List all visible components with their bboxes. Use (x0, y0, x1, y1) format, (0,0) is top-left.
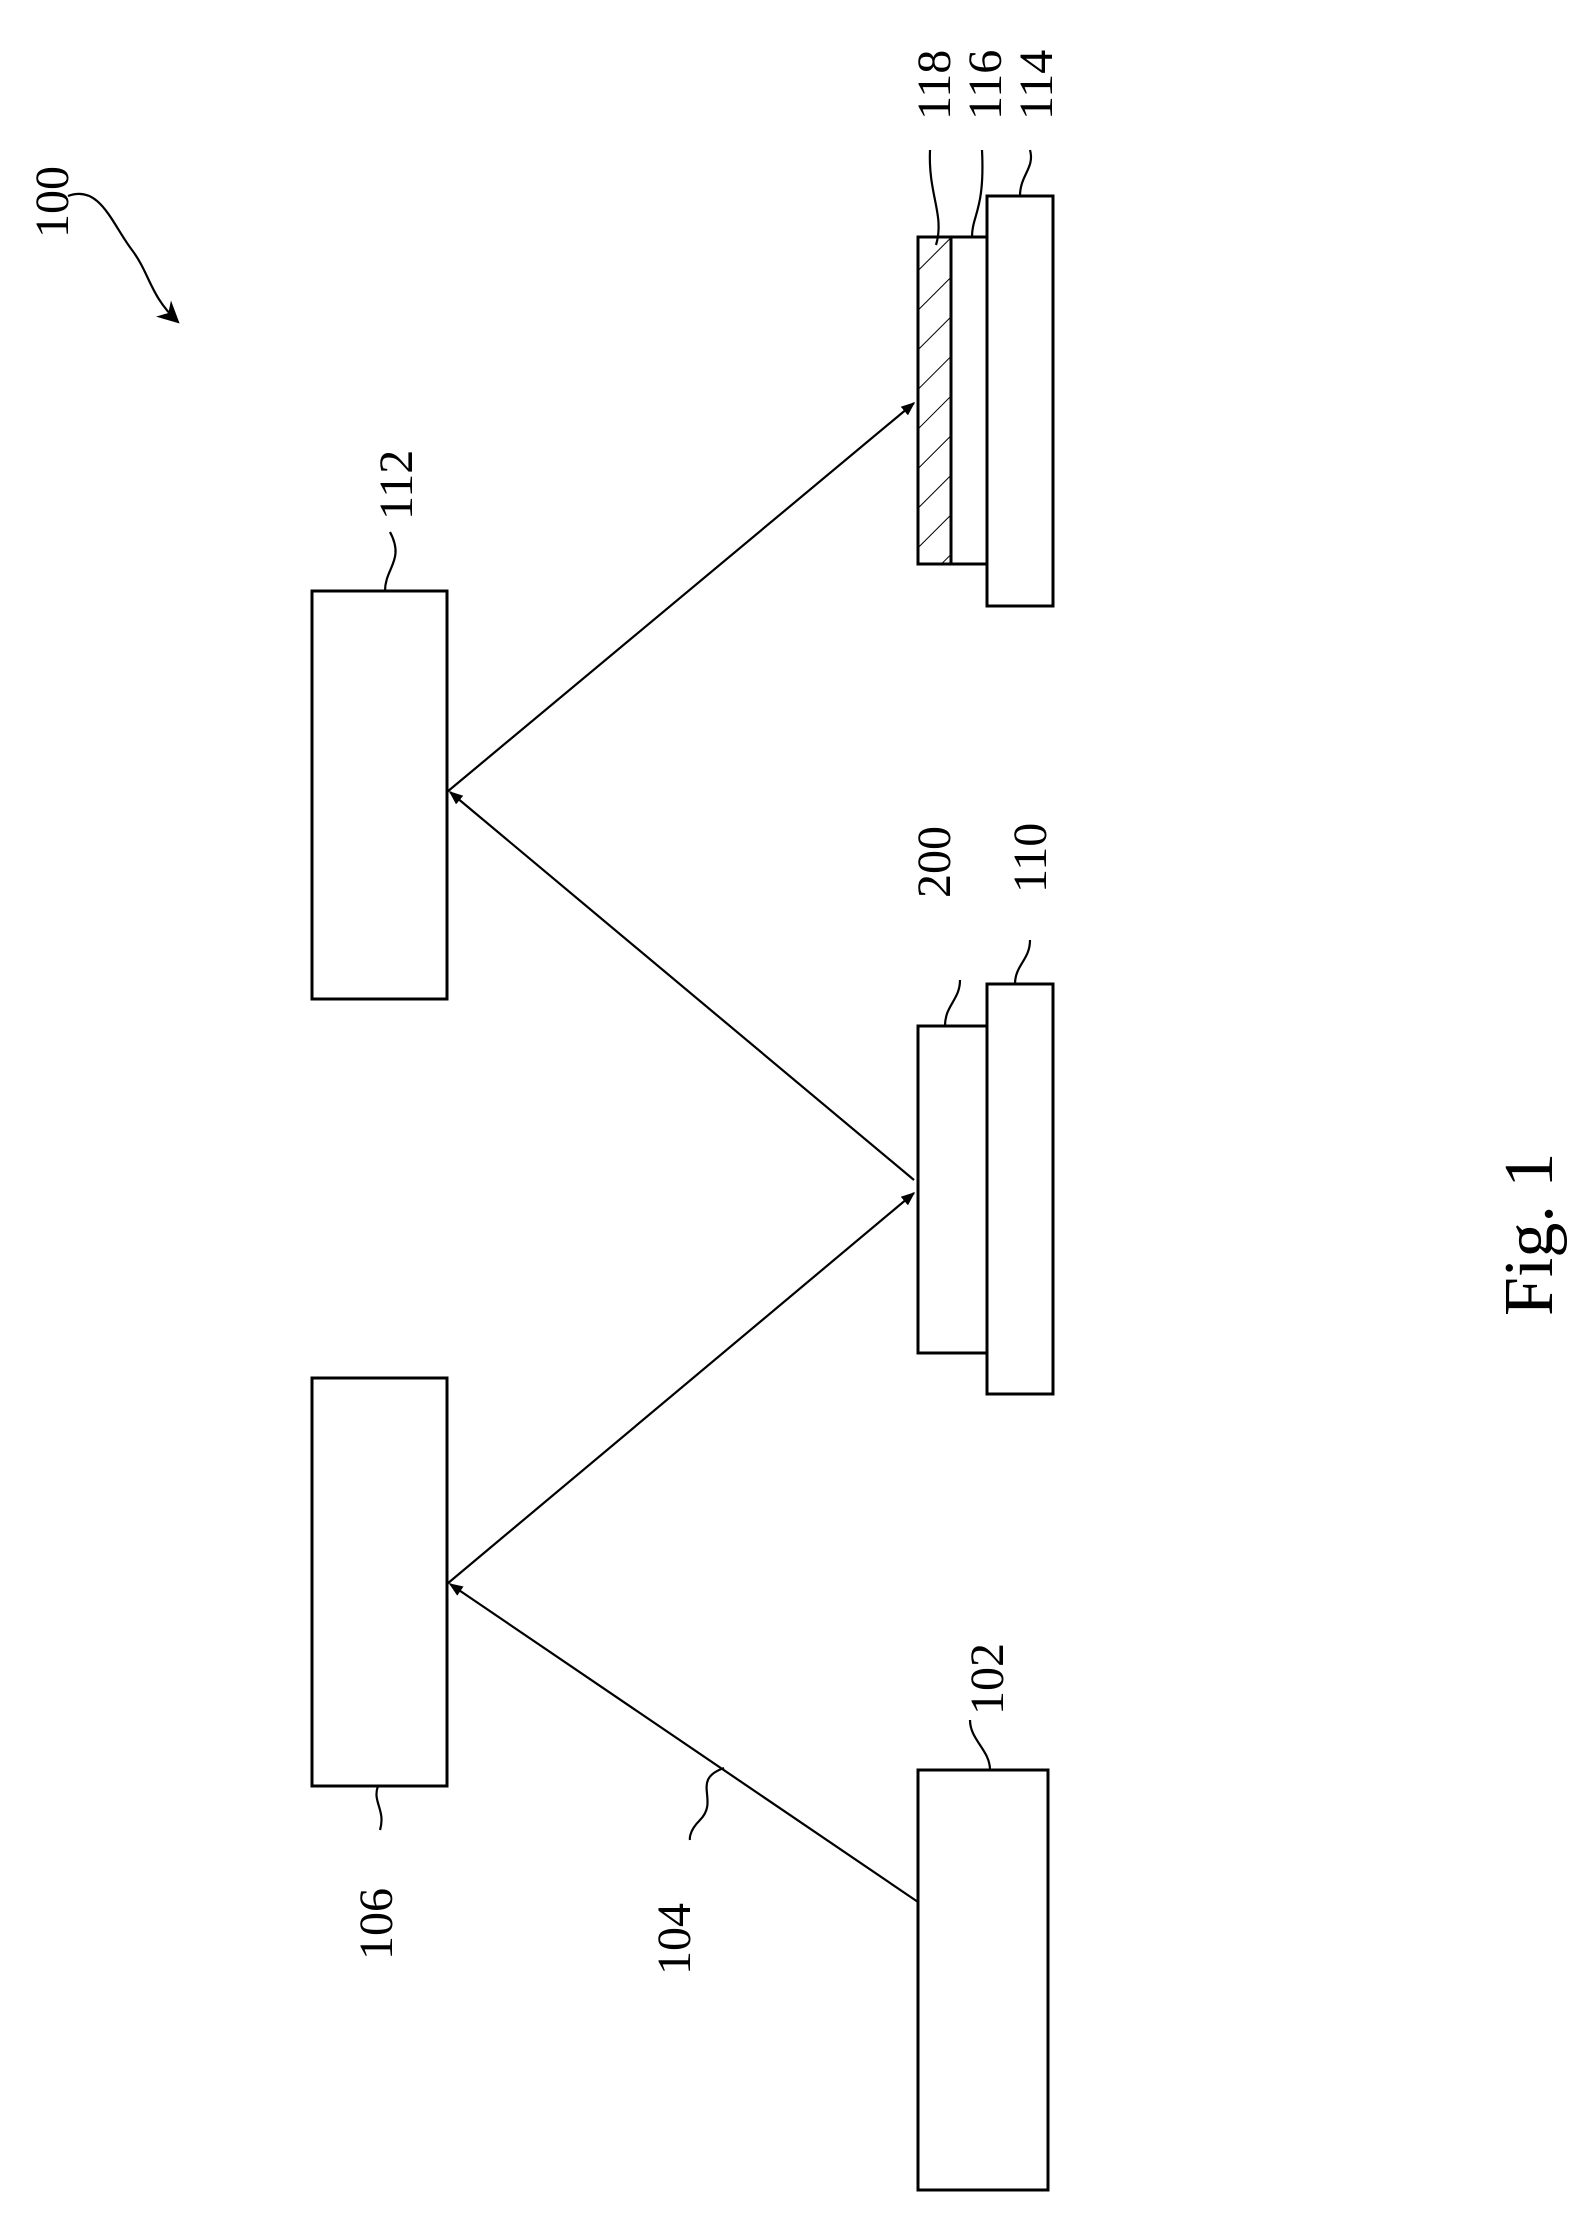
leader-106 (376, 1786, 381, 1830)
leader-114 (1020, 150, 1031, 196)
system-ref-leader (68, 194, 178, 322)
beam-104 (450, 1584, 918, 1902)
leader-118 (930, 150, 939, 245)
label-114: 114 (1010, 50, 1063, 120)
component-106: 106 (312, 1378, 447, 1960)
system-ref-group: 100 (26, 166, 178, 322)
box-118 (918, 237, 951, 564)
system-ref-label: 100 (26, 166, 79, 238)
beam-106-to-200 (447, 1193, 914, 1584)
leader-112 (385, 532, 396, 591)
box-110 (987, 984, 1053, 1394)
leader-116 (972, 150, 982, 237)
component-114: 114 (987, 50, 1063, 606)
beam-112-to-118 (447, 403, 914, 792)
label-102: 102 (961, 1643, 1014, 1715)
label-200: 200 (908, 826, 961, 898)
component-110: 110 (987, 823, 1057, 1394)
box-116 (951, 237, 987, 564)
figure-caption: Fig. 1 (1491, 1153, 1568, 1316)
box-112 (312, 591, 447, 999)
beam-200-to-112 (450, 792, 914, 1180)
component-112: 112 (312, 450, 447, 999)
leader-200 (945, 980, 960, 1026)
box-102 (918, 1770, 1048, 2190)
component-104: 104 (648, 1768, 724, 1975)
component-200: 200 (908, 826, 987, 1353)
box-106 (312, 1378, 447, 1786)
leader-102 (970, 1720, 990, 1770)
label-116: 116 (959, 50, 1012, 120)
label-106: 106 (350, 1888, 403, 1960)
leader-110 (1015, 940, 1030, 984)
label-110: 110 (1004, 823, 1057, 893)
box-114 (987, 196, 1053, 606)
label-104: 104 (648, 1903, 701, 1975)
box-200 (918, 1026, 987, 1353)
component-102: 102 (918, 1643, 1048, 2190)
label-118: 118 (908, 50, 961, 120)
label-112: 112 (370, 450, 423, 520)
leader-104 (690, 1768, 724, 1840)
